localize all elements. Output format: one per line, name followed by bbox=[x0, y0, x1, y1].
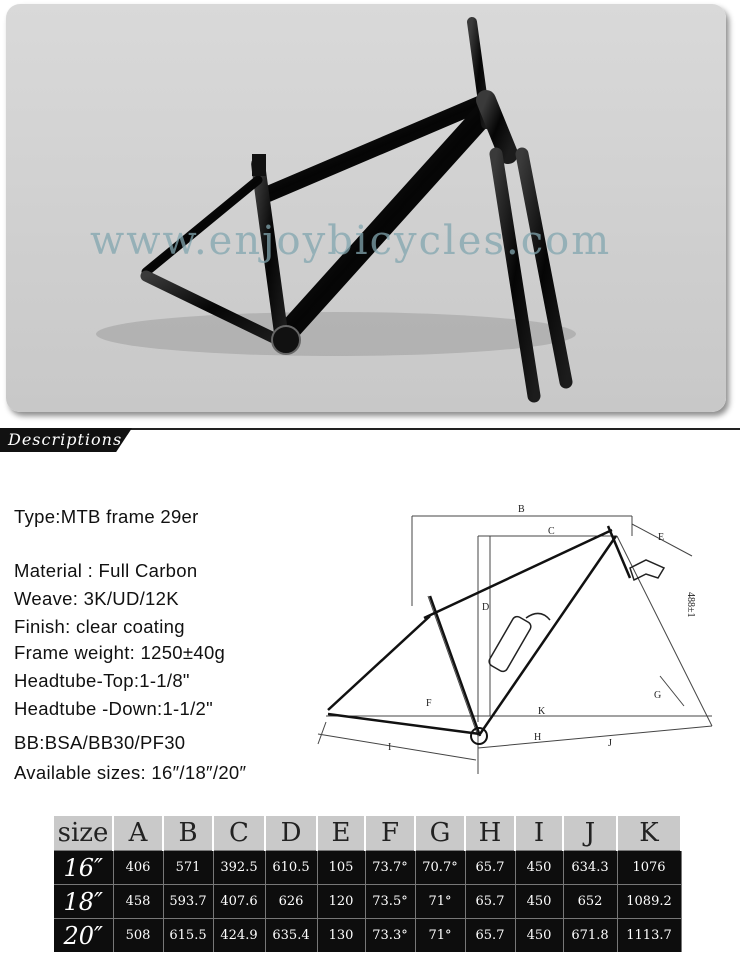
header-c: C bbox=[213, 816, 266, 851]
spec-material: Material : Full Carbon bbox=[14, 560, 198, 581]
cell-j: 634.3 bbox=[563, 850, 618, 885]
cell-size: 18″ bbox=[54, 884, 114, 919]
cell-size: 16″ bbox=[54, 850, 114, 885]
header-e: E bbox=[317, 816, 366, 851]
header-g: G bbox=[415, 816, 466, 851]
label-c: C bbox=[548, 526, 555, 537]
label-j: J bbox=[608, 738, 612, 749]
bicycle-frame-image bbox=[96, 17, 576, 403]
cell-k: 1076 bbox=[617, 850, 682, 885]
cell-j: 652 bbox=[563, 884, 618, 919]
cell-g: 71° bbox=[415, 884, 466, 919]
spec-type: Type:MTB frame 29er bbox=[14, 506, 199, 527]
cell-h: 65.7 bbox=[465, 884, 516, 919]
header-d: D bbox=[265, 816, 318, 851]
label-f: F bbox=[426, 698, 432, 709]
cell-d: 626 bbox=[265, 884, 318, 919]
header-a: A bbox=[113, 816, 164, 851]
cell-j: 671.8 bbox=[563, 918, 618, 952]
cell-g: 71° bbox=[415, 918, 466, 952]
label-g: G bbox=[654, 690, 661, 701]
descriptions-header: Descriptions bbox=[0, 428, 756, 454]
cell-b: 593.7 bbox=[163, 884, 214, 919]
header-h: H bbox=[465, 816, 516, 851]
label-e: E bbox=[658, 532, 664, 543]
cell-c: 407.6 bbox=[213, 884, 266, 919]
geometry-table: size A B C D E F G H I J K 16″ 406 571 3… bbox=[54, 816, 682, 952]
geometry-diagram: B C D E F G H I J K 488±1 bbox=[317, 504, 713, 774]
cell-a: 508 bbox=[113, 918, 164, 952]
header-i: I bbox=[515, 816, 564, 851]
cell-d: 610.5 bbox=[265, 850, 318, 885]
cell-size: 20″ bbox=[54, 918, 114, 952]
label-i: I bbox=[388, 742, 391, 753]
cell-c: 424.9 bbox=[213, 918, 266, 952]
cell-d: 635.4 bbox=[265, 918, 318, 952]
seat-clamp-icon bbox=[629, 559, 666, 582]
cell-b: 615.5 bbox=[163, 918, 214, 952]
cell-a: 458 bbox=[113, 884, 164, 919]
table-row: 20″ 508 615.5 424.9 635.4 130 73.3° 71° … bbox=[54, 918, 682, 952]
cell-i: 450 bbox=[515, 884, 564, 919]
bottom-bracket bbox=[470, 727, 488, 745]
spec-headtube-top: Headtube-Top:1-1/8" bbox=[14, 670, 190, 691]
descriptions-title: Descriptions bbox=[8, 430, 123, 449]
table-row: 16″ 406 571 392.5 610.5 105 73.7° 70.7° … bbox=[54, 850, 682, 885]
label-h: H bbox=[534, 732, 541, 743]
label-b: B bbox=[518, 504, 525, 515]
cell-e: 130 bbox=[317, 918, 366, 952]
label-k: K bbox=[538, 706, 546, 717]
cell-i: 450 bbox=[515, 850, 564, 885]
cell-h: 65.7 bbox=[465, 850, 516, 885]
cell-i: 450 bbox=[515, 918, 564, 952]
cell-f: 73.3° bbox=[365, 918, 416, 952]
dimension-lines bbox=[317, 515, 713, 774]
header-f: F bbox=[365, 816, 416, 851]
watermark-text: www.enjoybicycles.com bbox=[90, 218, 612, 264]
label-d: D bbox=[482, 602, 489, 613]
header-size: size bbox=[54, 816, 114, 851]
table-header-row: size A B C D E F G H I J K bbox=[54, 816, 682, 851]
spec-sizes: Available sizes: 16″/18″/20″ bbox=[14, 762, 247, 783]
spec-weight: Frame weight: 1250±40g bbox=[14, 642, 226, 663]
cell-k: 1089.2 bbox=[617, 884, 682, 919]
cell-b: 571 bbox=[163, 850, 214, 885]
header-k: K bbox=[617, 816, 682, 851]
cell-g: 70.7° bbox=[415, 850, 466, 885]
product-photo: www.enjoybicycles.com bbox=[6, 4, 726, 412]
descriptions-tab bbox=[0, 428, 132, 452]
cell-a: 406 bbox=[113, 850, 164, 885]
header-b: B bbox=[163, 816, 214, 851]
header-rule bbox=[0, 428, 740, 430]
label-fork-length: 488±1 bbox=[685, 592, 696, 618]
bottle-icon bbox=[488, 612, 551, 673]
header-j: J bbox=[563, 816, 618, 851]
spec-weave: Weave: 3K/UD/12K bbox=[14, 588, 179, 609]
cell-f: 73.5° bbox=[365, 884, 416, 919]
cell-h: 65.7 bbox=[465, 918, 516, 952]
cell-e: 105 bbox=[317, 850, 366, 885]
cell-e: 120 bbox=[317, 884, 366, 919]
cell-c: 392.5 bbox=[213, 850, 266, 885]
spec-finish: Finish: clear coating bbox=[14, 616, 185, 637]
cell-f: 73.7° bbox=[365, 850, 416, 885]
cell-k: 1113.7 bbox=[617, 918, 682, 952]
spec-bb: BB:BSA/BB30/PF30 bbox=[14, 732, 186, 753]
frame-outline bbox=[327, 525, 632, 737]
table-row: 18″ 458 593.7 407.6 626 120 73.5° 71° 65… bbox=[54, 884, 682, 919]
spec-headtube-down: Headtube -Down:1-1/2" bbox=[14, 698, 214, 719]
